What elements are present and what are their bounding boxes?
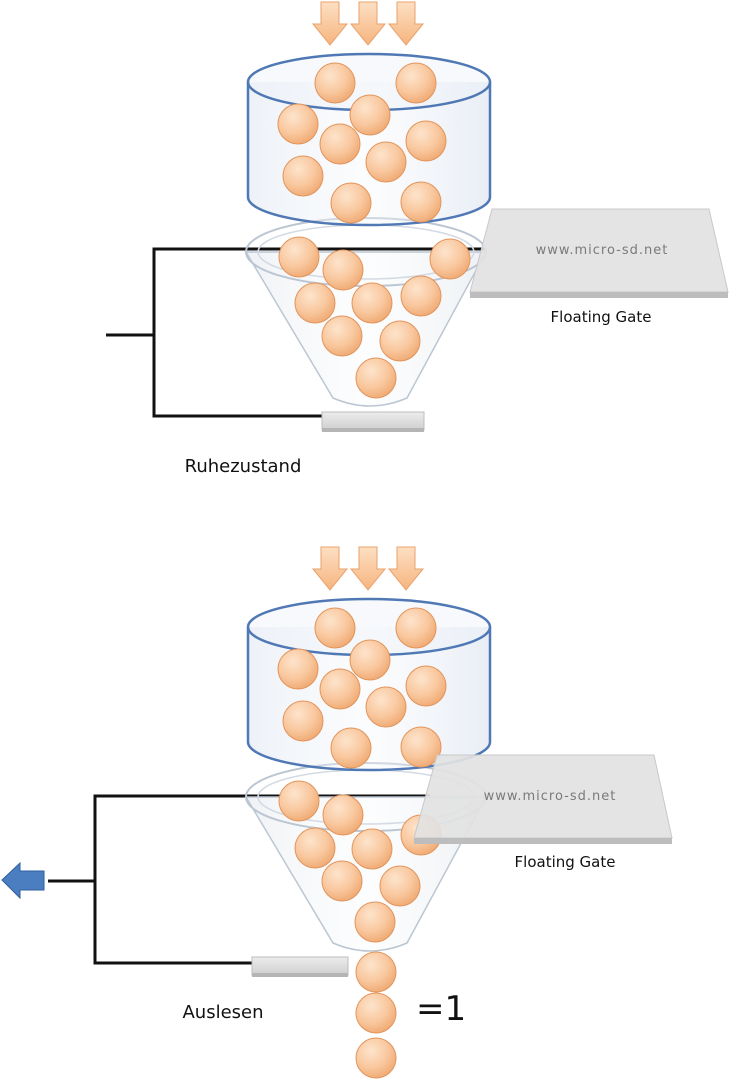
floating-gate-plate: www.micro-sd.net [413, 754, 673, 844]
electron [405, 665, 447, 707]
electron [355, 951, 397, 993]
electron [282, 155, 324, 197]
electron [277, 103, 319, 145]
electron [294, 827, 336, 869]
down-arrow-icon [387, 1, 425, 46]
electron [351, 828, 393, 870]
electron [400, 726, 442, 768]
electron [278, 780, 320, 822]
state-label: Auslesen [182, 1002, 263, 1023]
electron [355, 357, 397, 399]
drain-plate [321, 411, 425, 432]
electron [429, 238, 471, 280]
left-arrow-icon [1, 861, 45, 900]
result-label: =1 [416, 989, 466, 1029]
electrons-funnel [278, 236, 471, 399]
electron [405, 120, 447, 162]
electron [354, 901, 396, 943]
gate-label: Floating Gate [515, 853, 616, 871]
electron [400, 275, 442, 317]
electron [400, 181, 442, 223]
electron [330, 727, 372, 769]
electron [365, 686, 407, 728]
electrons-container [277, 607, 447, 769]
electron [278, 236, 320, 278]
input-arrows [311, 546, 425, 591]
electrons-outflow [355, 951, 397, 1079]
electron [395, 607, 437, 649]
down-arrow-icon [349, 546, 387, 591]
electron [294, 282, 336, 324]
electron [395, 62, 437, 104]
watermark: www.micro-sd.net [484, 789, 617, 804]
electron [322, 794, 364, 836]
electron [282, 700, 324, 742]
electron [314, 62, 356, 104]
down-arrow-icon [311, 546, 349, 591]
down-arrow-icon [311, 1, 349, 46]
electron [319, 668, 361, 710]
electron [277, 648, 319, 690]
electron [321, 860, 363, 902]
panel-read: www.micro-sd.net Floating Gate Auslesen … [1, 546, 673, 1079]
electron [365, 141, 407, 183]
drain-plate [251, 956, 349, 977]
electron [349, 639, 391, 681]
electron [319, 123, 361, 165]
electron [322, 249, 364, 291]
input-arrows [311, 1, 425, 46]
electron [379, 320, 421, 362]
panel-rest: www.micro-sd.net Floating Gate Ruhezusta… [106, 1, 729, 477]
electrons-container [277, 62, 447, 224]
electron [355, 1037, 397, 1079]
electron [314, 607, 356, 649]
electrons-funnel [278, 780, 442, 943]
gate-label: Floating Gate [551, 308, 652, 326]
circuit-wires [48, 794, 430, 965]
electron [349, 94, 391, 136]
electron [321, 315, 363, 357]
down-arrow-icon [387, 546, 425, 591]
circuit-wires [106, 247, 486, 418]
electron [379, 865, 421, 907]
electron [330, 182, 372, 224]
electron [351, 282, 393, 324]
down-arrow-icon [349, 1, 387, 46]
electron [355, 992, 397, 1034]
watermark: www.micro-sd.net [536, 243, 669, 258]
state-label: Ruhezustand [185, 456, 302, 477]
floating-gate-plate: www.micro-sd.net [469, 208, 729, 298]
